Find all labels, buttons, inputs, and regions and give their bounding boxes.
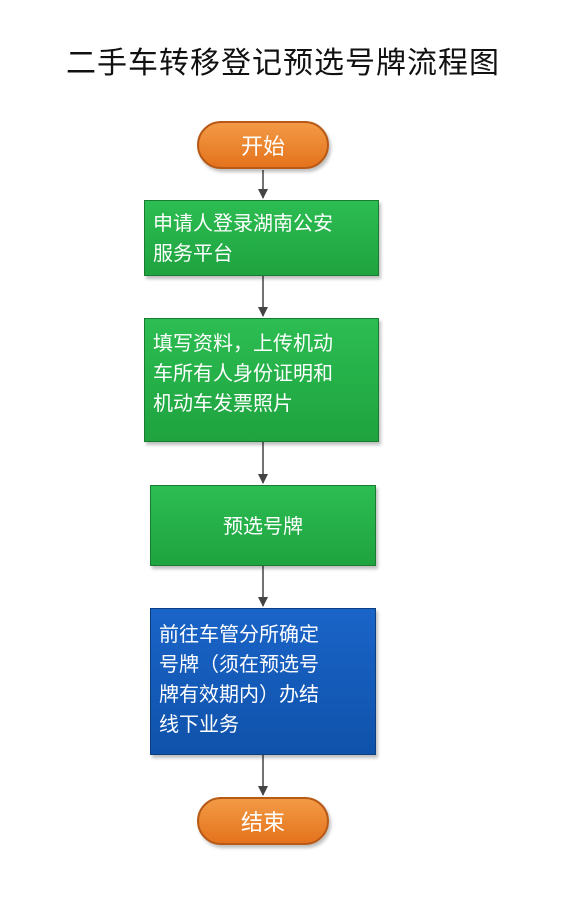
- step4-visit-office: 前往车管分所确定 号牌（须在预选号 牌有效期内）办结 线下业务: [150, 608, 376, 755]
- end-label: 结束: [240, 811, 285, 836]
- step1-login-platform: 申请人登录湖南公安 服务平台: [144, 200, 379, 276]
- step3-label: 预选号牌: [223, 513, 303, 538]
- step2-fill-info-upload: 填写资料，上传机动 车所有人身份证明和 机动车发票照片: [144, 318, 379, 442]
- step3-preselect-plate: 预选号牌: [150, 485, 376, 566]
- step1-label: 申请人登录湖南公安 服务平台: [153, 211, 333, 265]
- step4-label: 前往车管分所确定 号牌（须在预选号 牌有效期内）办结 线下业务: [159, 622, 319, 736]
- page-title: 二手车转移登记预选号牌流程图: [66, 46, 500, 81]
- start-terminator: 开始: [197, 121, 329, 169]
- start-label: 开始: [240, 135, 285, 160]
- end-terminator: 结束: [197, 797, 329, 845]
- step2-label: 填写资料，上传机动 车所有人身份证明和 机动车发票照片: [153, 331, 333, 415]
